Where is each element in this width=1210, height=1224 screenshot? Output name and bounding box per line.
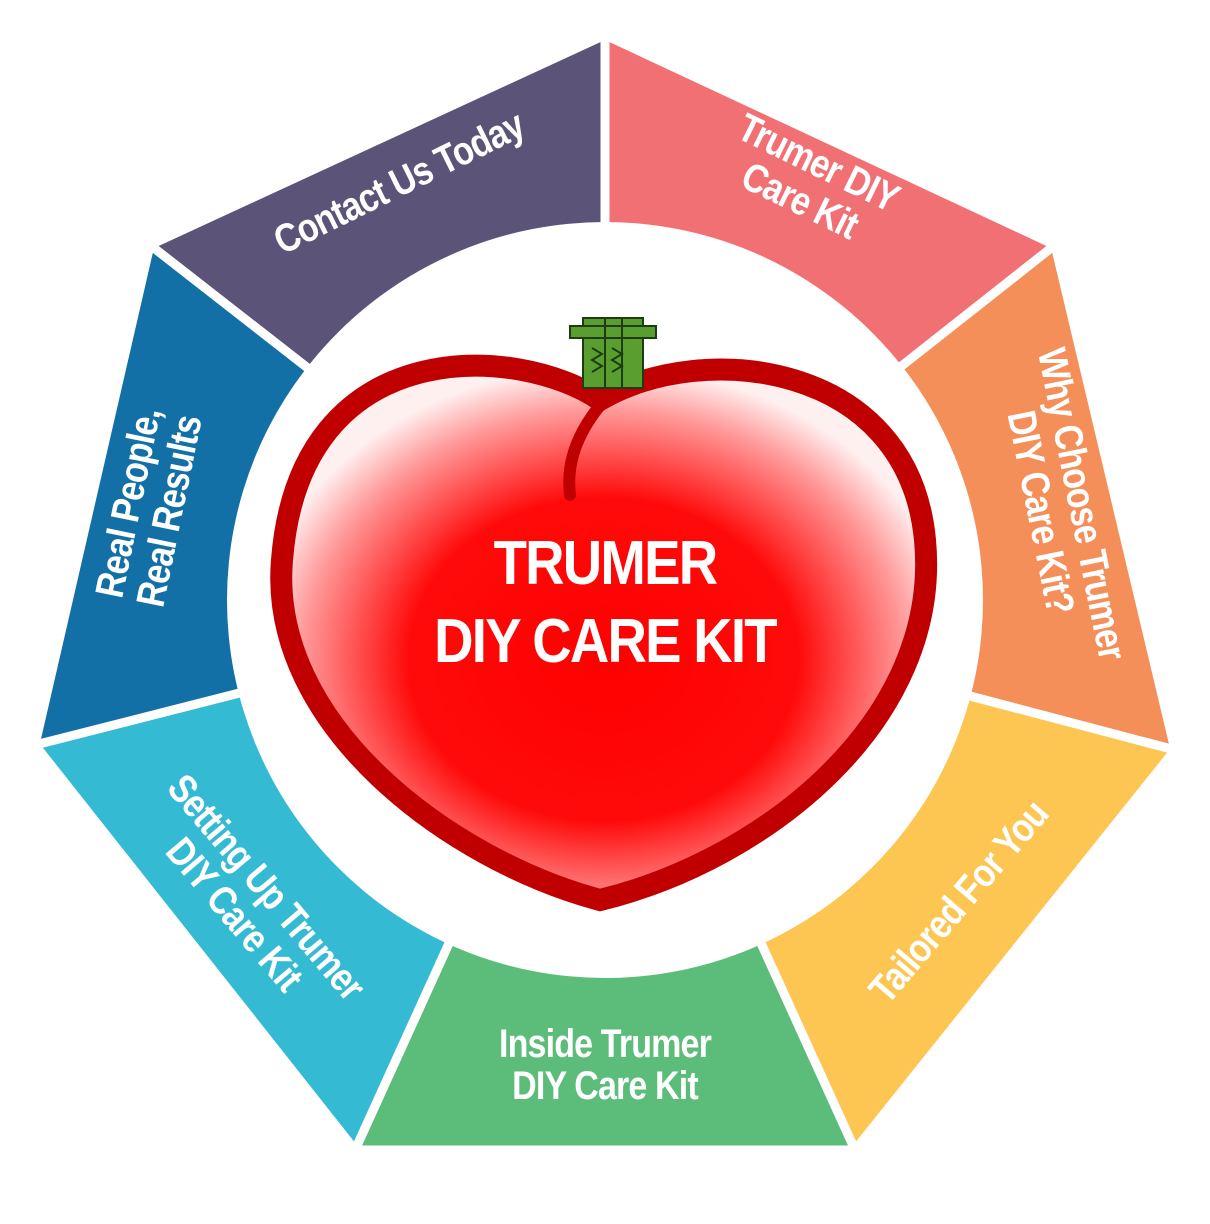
- stem-icon: [569, 317, 657, 389]
- center-title-line2: DIY CARE KIT: [434, 607, 777, 676]
- center-title-line1: TRUMER: [493, 529, 719, 598]
- heart-curl: [563, 386, 618, 501]
- segment-label-inside-trumer-kit[interactable]: Inside Trumer DIY Care Kit: [499, 1022, 712, 1108]
- heart-apple: [270, 317, 938, 912]
